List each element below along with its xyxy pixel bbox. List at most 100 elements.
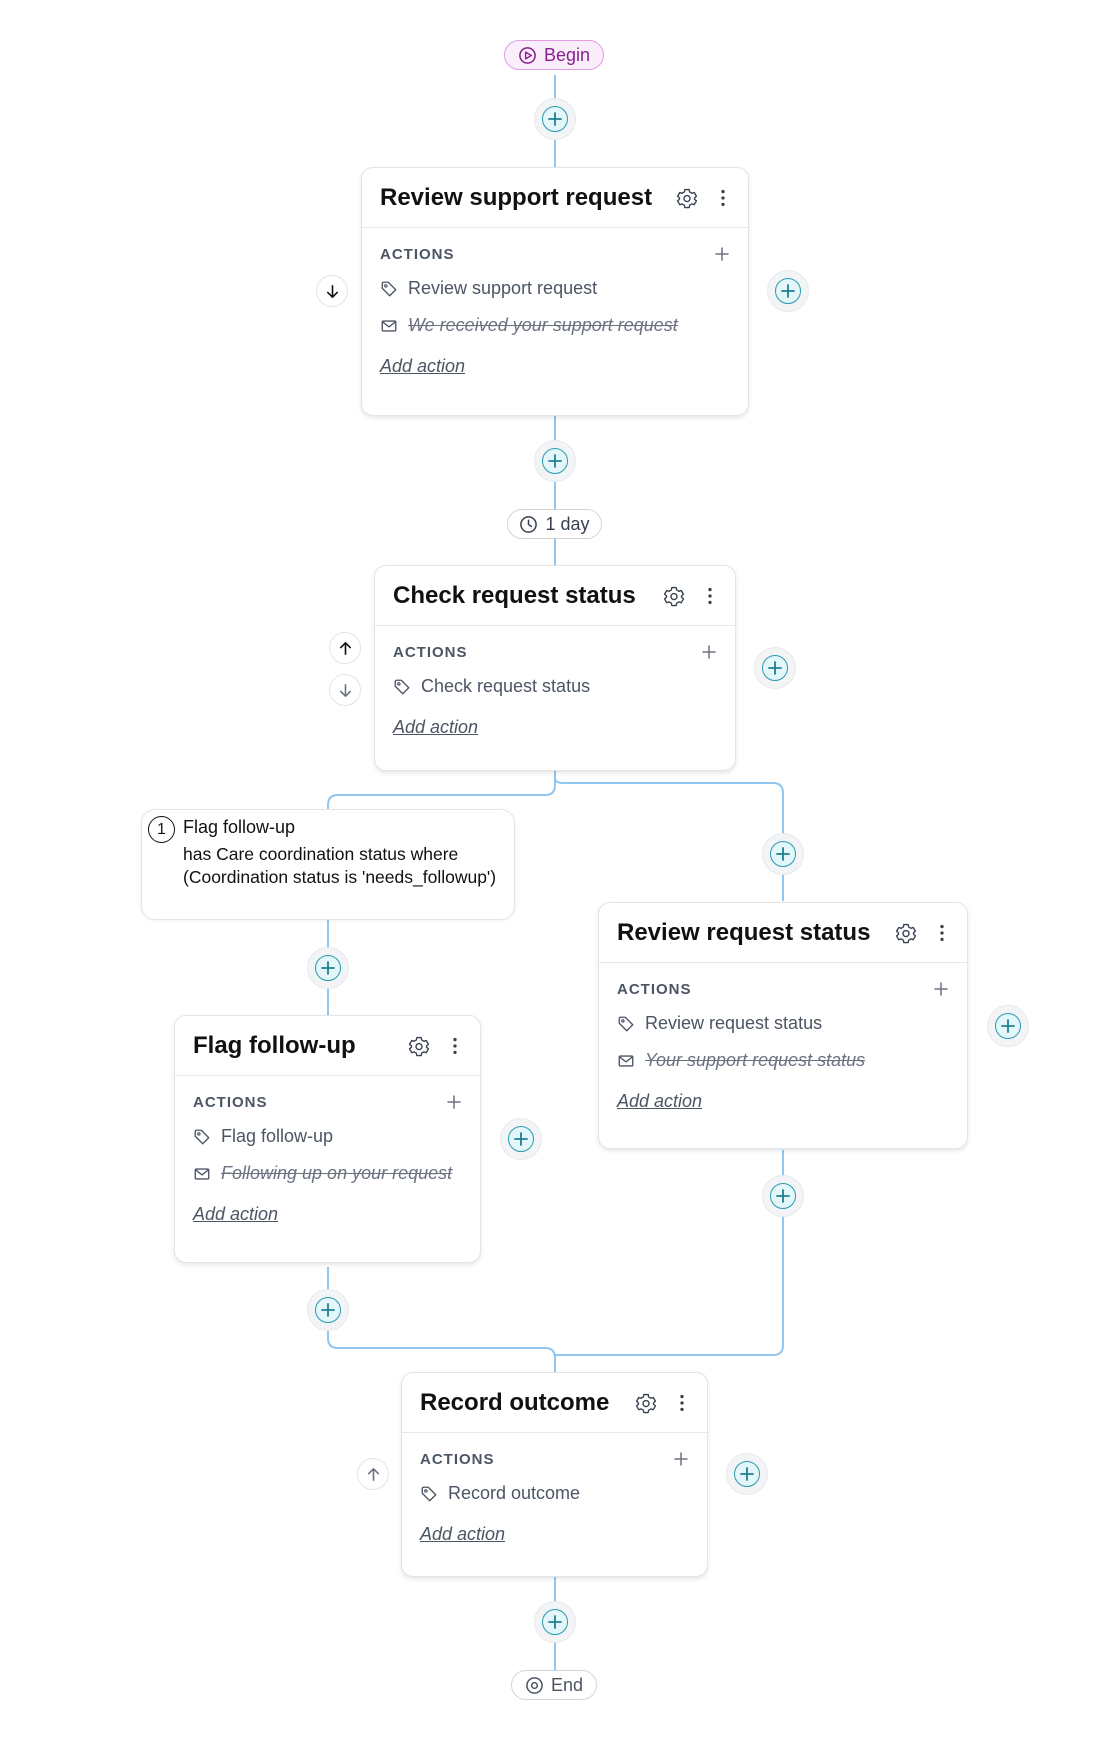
gear-icon <box>635 1393 657 1413</box>
step-title: Review support request <box>380 183 653 211</box>
step-more-button[interactable] <box>712 187 734 209</box>
plus-icon <box>934 982 948 996</box>
add-step-button[interactable] <box>534 98 576 140</box>
add-branch-button[interactable] <box>987 1005 1029 1047</box>
plus-icon <box>1001 1019 1015 1033</box>
step-card-review-request-status[interactable]: Review request status ACTIONS Review req… <box>598 902 968 1149</box>
step-card-check-request-status[interactable]: Check request status ACTIONS Check reque… <box>374 565 736 771</box>
action-item[interactable]: Review request status <box>617 1005 949 1042</box>
begin-node: Begin <box>504 40 604 70</box>
branch-condition-card[interactable]: 1 Flag follow-up has Care coordination s… <box>141 809 515 920</box>
add-action-plus-button[interactable] <box>446 1094 462 1110</box>
action-label: Record outcome <box>448 1483 581 1503</box>
plus-icon <box>548 112 562 126</box>
step-card-record-outcome[interactable]: Record outcome ACTIONS Record outcome Ad… <box>401 1372 708 1577</box>
action-label: Following up on your request <box>221 1163 453 1183</box>
add-action-link[interactable]: Add action <box>193 1204 279 1224</box>
step-settings-button[interactable] <box>676 187 698 209</box>
add-action-plus-button[interactable] <box>701 644 717 660</box>
more-vertical-icon <box>721 189 725 206</box>
plus-icon <box>674 1452 688 1466</box>
action-label: Your support request status <box>645 1050 866 1070</box>
action-label: Flag follow-up <box>221 1126 334 1146</box>
step-settings-button[interactable] <box>663 585 685 607</box>
plus-icon <box>321 1303 335 1317</box>
add-step-button[interactable] <box>534 1601 576 1643</box>
actions-header: ACTIONS <box>193 1093 268 1111</box>
plus-icon <box>768 661 782 675</box>
arrow-down-icon <box>326 284 338 298</box>
plus-icon <box>776 1189 790 1203</box>
gear-icon <box>663 586 685 606</box>
end-node: End <box>511 1670 597 1700</box>
move-up-button[interactable] <box>357 1458 389 1490</box>
add-step-button[interactable] <box>307 1289 349 1331</box>
add-action-link[interactable]: Add action <box>380 356 466 376</box>
action-item[interactable]: Review support request <box>380 270 730 307</box>
plus-icon <box>548 454 562 468</box>
more-vertical-icon <box>940 924 944 941</box>
move-down-button[interactable] <box>316 275 348 307</box>
mail-icon <box>381 319 397 332</box>
action-item[interactable]: Record outcome <box>420 1475 689 1512</box>
plus-icon <box>548 1615 562 1629</box>
step-card-review-support-request[interactable]: Review support request ACTIONS Review su… <box>361 167 749 416</box>
action-item[interactable]: Following up on your request <box>193 1155 462 1192</box>
tag-icon <box>394 679 410 694</box>
step-more-button[interactable] <box>931 922 953 944</box>
add-action-link[interactable]: Add action <box>393 717 479 737</box>
add-action-plus-button[interactable] <box>714 246 730 262</box>
stop-circle-icon <box>526 1676 543 1694</box>
step-more-button[interactable] <box>699 585 721 607</box>
plus-icon <box>514 1132 528 1146</box>
move-up-button[interactable] <box>329 632 361 664</box>
step-header: Check request status <box>375 566 735 626</box>
tag-icon <box>618 1016 634 1031</box>
step-header: Flag follow-up <box>175 1016 480 1076</box>
plus-icon <box>715 247 729 261</box>
action-label: We received your support request <box>408 315 678 335</box>
step-settings-button[interactable] <box>895 922 917 944</box>
wait-delay-node[interactable]: 1 day <box>507 509 602 539</box>
step-header: Record outcome <box>402 1373 707 1433</box>
action-label: Review request status <box>645 1013 823 1033</box>
add-action-plus-button[interactable] <box>673 1451 689 1467</box>
add-branch-button[interactable] <box>767 270 809 312</box>
action-item[interactable]: Flag follow-up <box>193 1118 462 1155</box>
action-item[interactable]: Check request status <box>393 668 717 705</box>
move-down-button[interactable] <box>329 674 361 706</box>
step-settings-button[interactable] <box>408 1035 430 1057</box>
step-title: Check request status <box>393 581 636 609</box>
play-circle-icon <box>519 46 536 64</box>
tag-icon <box>381 281 397 296</box>
add-step-button[interactable] <box>762 833 804 875</box>
add-step-button[interactable] <box>762 1175 804 1217</box>
condition-number-badge: 1 <box>148 816 175 843</box>
step-more-button[interactable] <box>671 1392 693 1414</box>
actions-header: ACTIONS <box>380 245 455 263</box>
add-branch-button[interactable] <box>754 647 796 689</box>
arrow-up-icon <box>367 1467 379 1481</box>
wait-label: 1 day <box>545 513 590 534</box>
add-action-link[interactable]: Add action <box>420 1524 506 1544</box>
more-vertical-icon <box>708 587 712 604</box>
add-step-button[interactable] <box>307 947 349 989</box>
add-action-link[interactable]: Add action <box>617 1091 703 1111</box>
step-header: Review request status <box>599 903 967 963</box>
add-step-button[interactable] <box>534 440 576 482</box>
tag-icon <box>421 1486 437 1501</box>
step-card-flag-follow-up[interactable]: Flag follow-up ACTIONS Flag follow-up Fo… <box>174 1015 481 1263</box>
more-vertical-icon <box>680 1394 684 1411</box>
action-item[interactable]: Your support request status <box>617 1042 949 1079</box>
begin-label: Begin <box>543 44 591 65</box>
arrow-down-icon <box>339 683 351 697</box>
step-more-button[interactable] <box>444 1035 466 1057</box>
plus-icon <box>321 961 335 975</box>
add-action-plus-button[interactable] <box>933 981 949 997</box>
step-settings-button[interactable] <box>635 1392 657 1414</box>
action-item[interactable]: We received your support request <box>380 307 730 344</box>
actions-header: ACTIONS <box>393 643 468 661</box>
gear-icon <box>895 923 917 943</box>
add-branch-button[interactable] <box>726 1453 768 1495</box>
add-branch-button[interactable] <box>500 1118 542 1160</box>
